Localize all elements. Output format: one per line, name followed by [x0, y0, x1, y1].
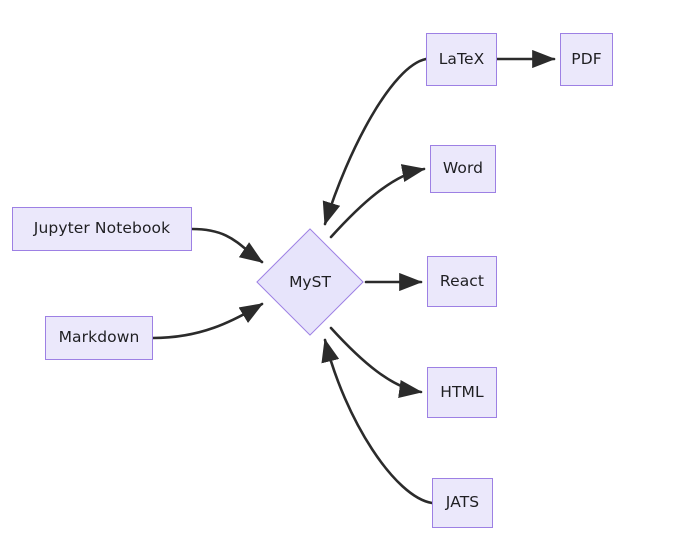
node-markdown[interactable]: Markdown	[45, 316, 153, 360]
node-html[interactable]: HTML	[427, 367, 497, 418]
node-myst[interactable]: MyST	[254, 228, 366, 336]
node-label-latex: LaTeX	[438, 49, 485, 68]
node-label-react: React	[439, 271, 485, 290]
edge-latex-to-myst	[322, 57, 428, 226]
node-pdf[interactable]: PDF	[560, 33, 613, 86]
node-label-myst: MyST	[289, 273, 331, 291]
node-jupyter-notebook[interactable]: Jupyter Notebook	[12, 207, 192, 251]
edge-markdown-to-myst	[151, 302, 264, 340]
node-react[interactable]: React	[427, 256, 497, 307]
node-word[interactable]: Word	[430, 145, 496, 193]
node-label-html: HTML	[440, 382, 484, 401]
edge-jats-to-myst	[321, 338, 434, 505]
node-jats[interactable]: JATS	[432, 478, 493, 528]
node-latex[interactable]: LaTeX	[426, 33, 497, 86]
node-label-word: Word	[442, 159, 484, 178]
node-label-pdf: PDF	[571, 49, 602, 68]
edge-myst-to-html	[329, 326, 423, 399]
node-label-jupyter-notebook: Jupyter Notebook	[33, 219, 171, 238]
node-label-jats: JATS	[445, 493, 480, 512]
edge-myst-to-word	[329, 164, 426, 239]
edge-jupyter-to-myst	[190, 227, 264, 264]
node-label-markdown: Markdown	[58, 328, 140, 347]
